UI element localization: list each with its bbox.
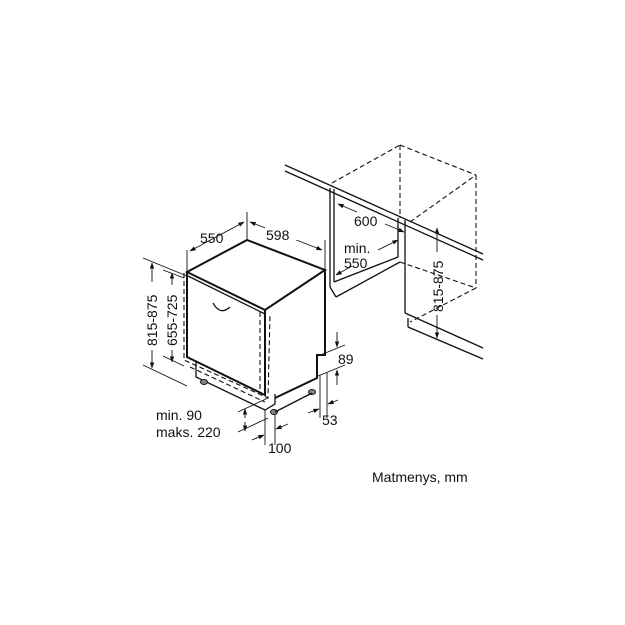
- niche-height-label: 815-875: [430, 260, 446, 312]
- niche-width-label: 600: [354, 213, 378, 229]
- niche-height-dimension: 815-875: [430, 227, 446, 339]
- units-caption: Matmenys, mm: [372, 469, 468, 485]
- depth-dimension: 550: [186, 212, 248, 272]
- niche-width-dimension: 600: [337, 203, 405, 233]
- width-dimension: 598: [249, 221, 326, 270]
- dimension-89: 89: [317, 332, 354, 385]
- dimension-53: 53: [307, 372, 339, 428]
- depth-label: 550: [200, 230, 224, 246]
- total-height-dimension: 815-875: [142, 257, 188, 387]
- width-label: 598: [266, 227, 290, 243]
- niche-depth-dimension: min. 550: [335, 239, 399, 276]
- door-height-dimension: 655-725: [162, 269, 185, 367]
- door-height-label: 655-725: [164, 294, 180, 346]
- dimension-100: 100: [251, 410, 292, 456]
- dishwasher-body: [183, 238, 328, 415]
- dimension-53-label: 53: [322, 412, 338, 428]
- dimension-89-label: 89: [338, 351, 354, 367]
- niche-depth-value-label: 550: [344, 255, 368, 271]
- plinth-height-dimension: min. 90 maks. 220: [156, 397, 269, 440]
- dimension-100-label: 100: [268, 440, 292, 456]
- niche-depth-min-label: min.: [344, 240, 370, 256]
- plinth-min-label: min. 90: [156, 407, 202, 423]
- niche-cabinet: [284, 144, 484, 360]
- plinth-max-label: maks. 220: [156, 424, 221, 440]
- total-height-label: 815-875: [144, 294, 160, 346]
